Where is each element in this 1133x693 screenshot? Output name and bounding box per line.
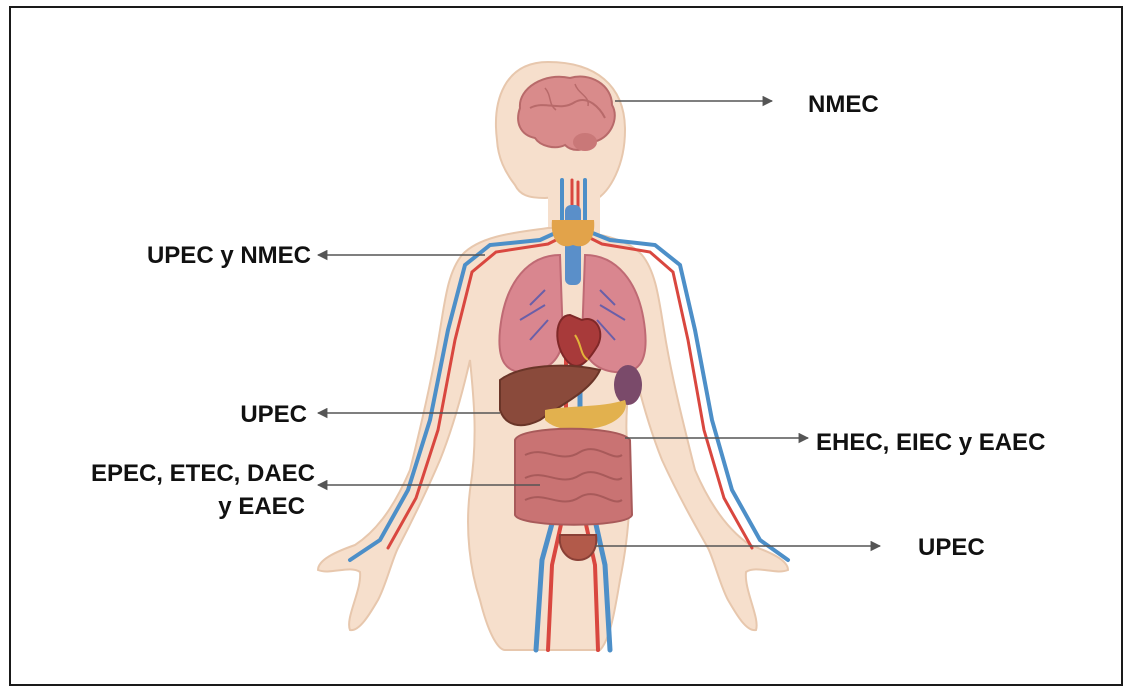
label-blood: UPEC y NMEC (147, 241, 311, 271)
label-brain: NMEC (808, 90, 879, 120)
label-small-intestine-2: y EAEC (218, 492, 305, 522)
label-bladder: UPEC (918, 533, 985, 563)
label-liver: UPEC (240, 400, 307, 430)
label-small-intestine-1: EPEC, ETEC, DAEC (91, 459, 315, 489)
intestines (515, 429, 632, 525)
label-colon: EHEC, EIEC y EAEC (816, 428, 1045, 458)
